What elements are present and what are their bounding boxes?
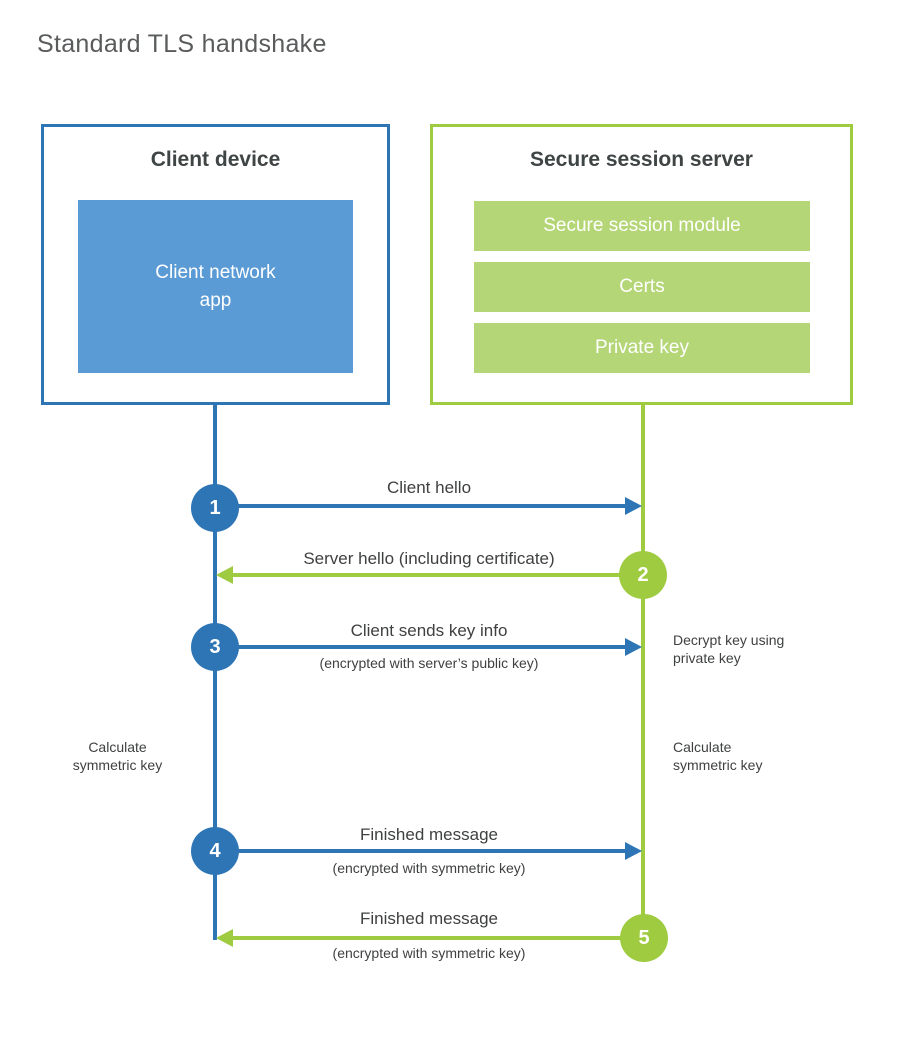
step1-arrowhead-right-icon xyxy=(625,497,642,515)
secure-session-server-box: Secure session server Secure session mod… xyxy=(430,124,853,405)
step4-circle: 4 xyxy=(191,827,239,875)
client-network-app-module: Client network app xyxy=(78,200,353,373)
step2-arrowhead-left-icon xyxy=(216,566,233,584)
step3-label: Client sends key info xyxy=(350,621,508,640)
step3-sublabel: (encrypted with server’s public key) xyxy=(319,655,539,671)
step1-arrow-line xyxy=(232,504,626,508)
server-module-secure-session: Secure session module xyxy=(474,201,810,251)
client-device-header: Client device xyxy=(150,148,281,171)
step2-arrow-line xyxy=(232,573,643,577)
step4-arrow-line xyxy=(232,849,626,853)
step4-sublabel: (encrypted with symmetric key) xyxy=(332,860,526,876)
step5-label: Finished message xyxy=(360,909,498,928)
secure-session-server-header: Secure session server xyxy=(530,148,753,171)
page-title: Standard TLS handshake xyxy=(37,30,327,58)
step5-arrowhead-left-icon xyxy=(216,929,233,947)
server-module-private-key: Private key xyxy=(474,323,810,373)
client-lifeline xyxy=(213,404,217,940)
step2-circle: 2 xyxy=(619,551,667,599)
note-calculate-symmetric-key-client: Calculate symmetric key xyxy=(72,739,163,773)
step3-circle: 3 xyxy=(191,623,239,671)
step1-circle: 1 xyxy=(191,484,239,532)
step5-circle: 5 xyxy=(620,914,668,962)
note-calculate-symmetric-key-server: Calculate symmetric key xyxy=(673,739,763,773)
step5-sublabel: (encrypted with symmetric key) xyxy=(332,945,526,961)
step3-arrowhead-right-icon xyxy=(625,638,642,656)
server-lifeline xyxy=(641,404,645,940)
note-decrypt-key: Decrypt key using private key xyxy=(673,632,785,666)
step1-label: Client hello xyxy=(386,478,472,497)
step3-arrow-line xyxy=(232,645,626,649)
step2-label: Server hello (including certificate) xyxy=(303,549,555,568)
server-module-certs: Certs xyxy=(474,262,810,312)
step5-arrow-line xyxy=(232,936,643,940)
client-device-box: Client device Client network app xyxy=(41,124,390,405)
step4-arrowhead-right-icon xyxy=(625,842,642,860)
step4-label: Finished message xyxy=(360,825,498,844)
